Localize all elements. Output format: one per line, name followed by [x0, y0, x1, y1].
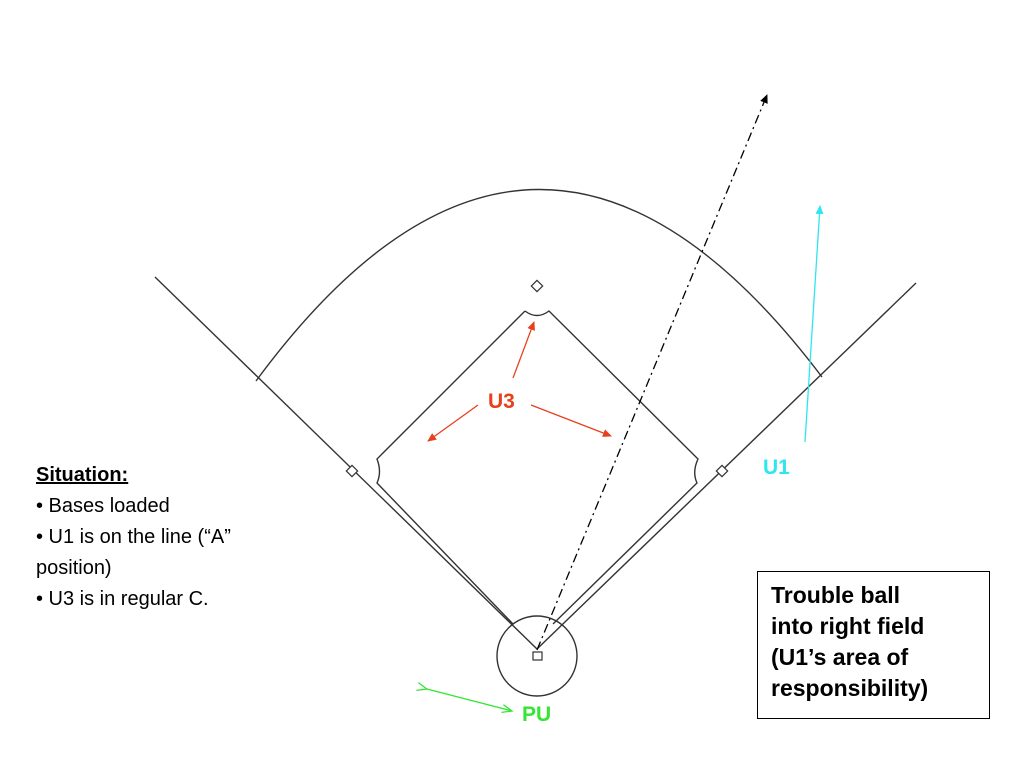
callout-line: Trouble ball: [771, 582, 901, 608]
pu-arrow-movement: [427, 689, 512, 711]
situation-heading: Situation:: [36, 464, 129, 486]
situation-bullet: position): [36, 557, 112, 579]
umpire-label-pu: PU: [522, 703, 551, 726]
situation-bullet: • Bases loaded: [36, 495, 170, 517]
home-plate-circle: [496, 615, 578, 697]
infield-outline: [376, 310, 699, 625]
u3-arrow-to-first: [530, 404, 612, 437]
right-foul-line: [536, 282, 917, 650]
u3-arrow-to-third: [427, 404, 479, 442]
u1-arrow-to-outfield: [804, 205, 824, 443]
situation-bullet: • U3 is in regular C.: [36, 588, 209, 610]
u3-arrow-to-second: [512, 321, 535, 379]
callout-line: (U1’s area of: [771, 644, 909, 670]
third-base: [345, 464, 359, 478]
first-base: [715, 464, 729, 478]
home-plate: [532, 651, 543, 661]
callout-box: Trouble ball into right field (U1’s area…: [757, 571, 990, 719]
situation-bullet: • U1 is on the line (“A”: [36, 526, 231, 548]
left-foul-line: [154, 276, 538, 650]
outfield-arc: [255, 188, 823, 382]
callout-line: responsibility): [771, 675, 929, 701]
callout-line: into right field: [771, 613, 925, 639]
situation-text: Situation: • Bases loaded • U1 is on the…: [36, 460, 306, 615]
second-base: [530, 279, 544, 293]
ball-trajectory-arrow: [536, 94, 768, 651]
umpire-label-u3: U3: [488, 390, 515, 413]
umpire-label-u1: U1: [763, 456, 790, 479]
